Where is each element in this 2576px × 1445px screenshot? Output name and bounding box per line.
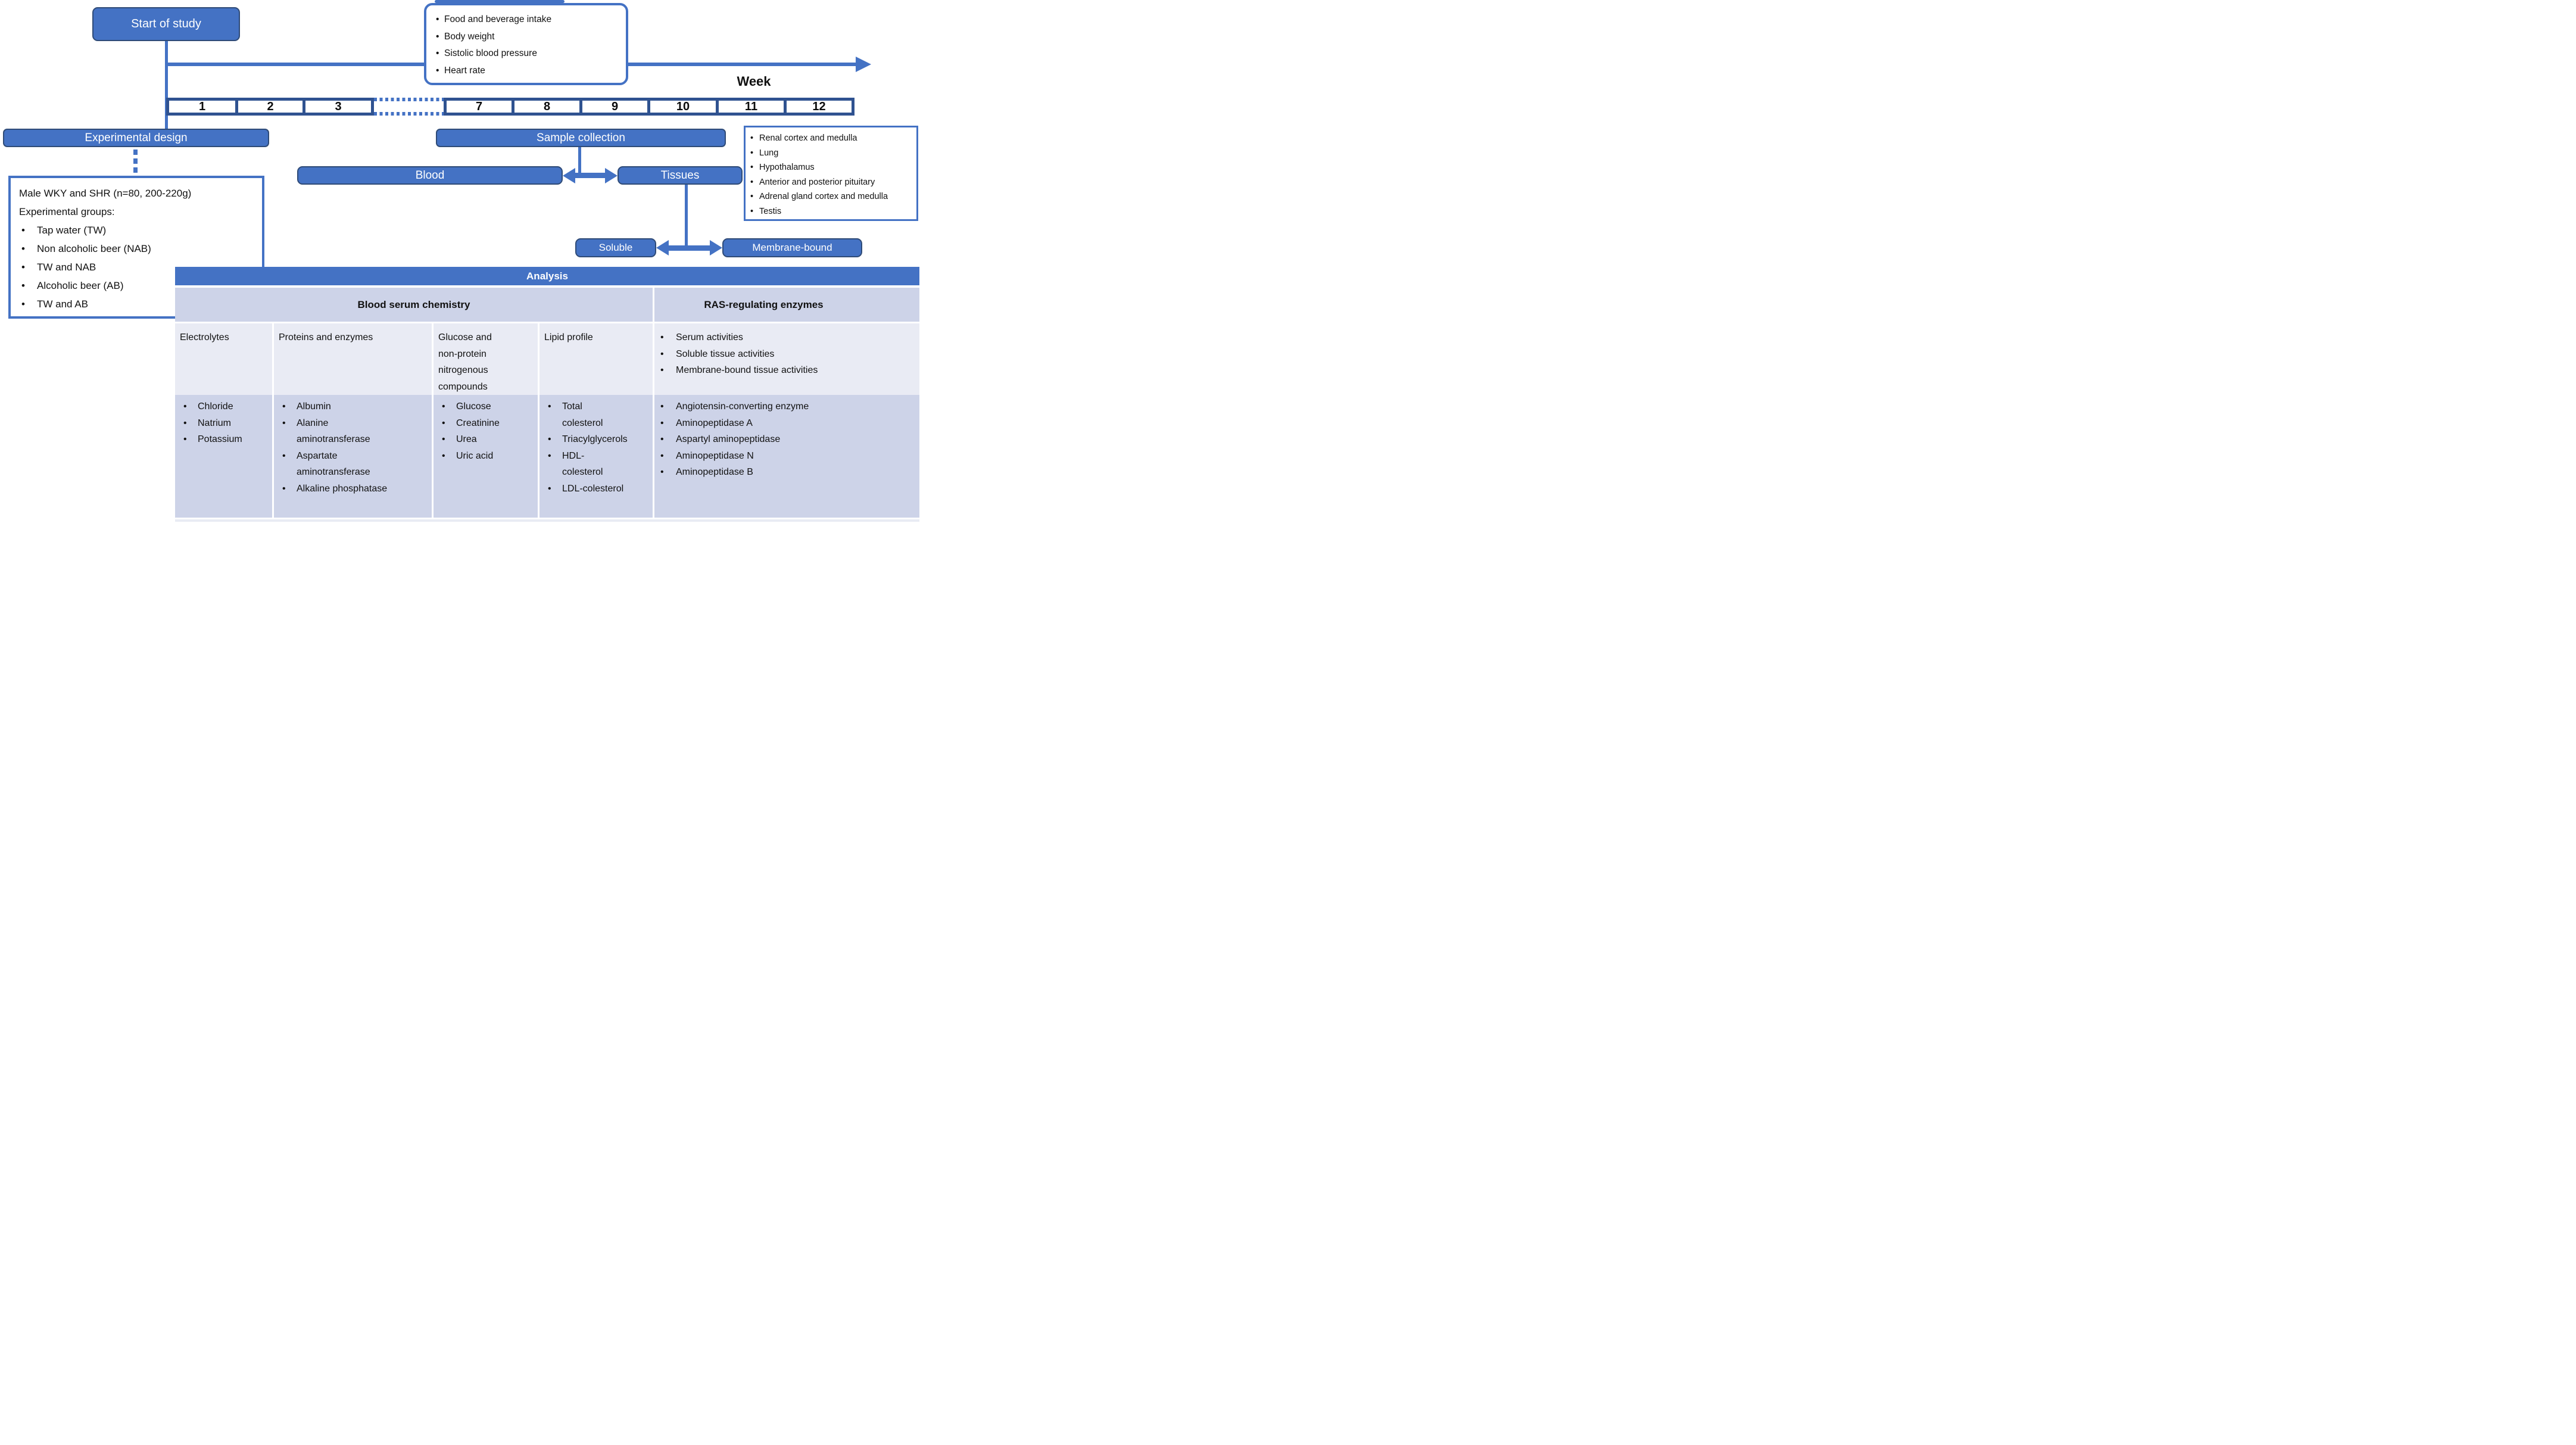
blood-box: Blood (297, 166, 563, 185)
list-item: Creatinine (438, 415, 534, 432)
week-cell: 7 (444, 98, 514, 116)
list-item: Lung (750, 146, 916, 161)
list-item: Aminopeptidase B (659, 464, 916, 481)
week-cell: 11 (716, 98, 787, 116)
list-item: Alanine aminotransferase (279, 415, 428, 448)
subjects-line: Male WKY and SHR (n=80, 200-220g) (19, 188, 192, 199)
ras-header-cell: RAS-regulating enzymes (654, 288, 919, 322)
list-item: TW and NAB (19, 258, 262, 276)
list-item: LDL-colesterol (544, 481, 649, 497)
right-arrow-icon (856, 57, 871, 72)
experimental-design-box: Experimental design (3, 129, 269, 147)
list-item: Alcoholic beer (AB) (19, 276, 262, 295)
soluble-box: Soluble (575, 238, 656, 257)
week-label: Week (737, 74, 771, 89)
list-item: Triacylglycerols (544, 431, 649, 448)
list-item: Heart rate (436, 63, 626, 80)
groups-list: Tap water (TW) Non alcoholic beer (NAB) … (19, 221, 262, 313)
week-cell: 2 (235, 98, 305, 116)
blood-tissues-double-arrow-icon (563, 167, 618, 183)
tissues-connector-line (685, 185, 688, 250)
start-connector-line (165, 41, 168, 129)
electrolytes-items-cell: Chloride Natrium Potassium (175, 395, 272, 518)
glucose-items-cell: Glucose Creatinine Urea Uric acid (434, 395, 538, 518)
tissue-list: Renal cortex and medulla Lung Hypothalam… (750, 131, 916, 219)
list-item: Soluble tissue activities (659, 346, 916, 363)
list-item: Testis (750, 204, 916, 219)
list-item: Serum activities (659, 329, 916, 346)
week-cell: 8 (512, 98, 582, 116)
clipped-text-fragment (435, 0, 565, 3)
list-item: Body weight (436, 29, 626, 46)
monitoring-box: Food and beverage intake Body weight Sis… (424, 3, 628, 85)
list-item: Natrium (180, 415, 269, 432)
list-item: Uric acid (438, 448, 534, 465)
list-item: Urea (438, 431, 534, 448)
list-item: Sistolic blood pressure (436, 45, 626, 63)
glucose-header-cell: Glucose and non-protein nitrogenous comp… (434, 323, 538, 395)
list-item: Renal cortex and medulla (750, 131, 916, 146)
table-bottom-strip (175, 519, 919, 522)
ras-activities-cell: Serum activities Soluble tissue activiti… (654, 323, 919, 395)
proteins-header-cell: Proteins and enzymes (274, 323, 432, 395)
subheader-row: Electrolytes Proteins and enzymes Glucos… (175, 323, 919, 395)
analysis-title-bar: Analysis (175, 267, 919, 285)
list-item: Angiotensin-converting enzyme (659, 398, 916, 415)
list-item: Anterior and posterior pituitary (750, 175, 916, 190)
list-item: Aminopeptidase A (659, 415, 916, 432)
group-header-row: Blood serum chemistry RAS-regulating enz… (175, 288, 919, 322)
items-row: Chloride Natrium Potassium Albumin Alani… (175, 395, 919, 518)
groups-heading: Experimental groups: (19, 206, 115, 217)
list-item: Potassium (180, 431, 269, 448)
list-item: Aspartate aminotransferase (279, 448, 428, 481)
sample-collection-box: Sample collection (436, 129, 726, 147)
list-item: Aminopeptidase N (659, 448, 916, 465)
list-item: Chloride (180, 398, 269, 415)
timeline-dashed-gap (374, 98, 444, 116)
proteins-items-cell: Albumin Alanine aminotransferase Asparta… (274, 395, 432, 518)
monitoring-list: Food and beverage intake Body weight Sis… (436, 11, 626, 79)
list-item: Hypothalamus (750, 160, 916, 175)
week-cell: 1 (166, 98, 238, 116)
soluble-membrane-double-arrow-icon (656, 239, 722, 256)
week-cell: 3 (302, 98, 374, 116)
list-item: HDL-colesterol (544, 448, 649, 481)
start-of-study-box: Start of study (92, 7, 240, 41)
list-item: Adrenal gland cortex and medulla (750, 189, 916, 204)
list-item: Alkaline phosphatase (279, 481, 428, 497)
list-item: Glucose (438, 398, 534, 415)
list-item: Non alcoholic beer (NAB) (19, 239, 262, 258)
sample-connector-line (578, 147, 581, 177)
analysis-table: Analysis Blood serum chemistry RAS-regul… (175, 267, 919, 522)
week-cell: 9 (579, 98, 650, 116)
lipid-header-cell: Lipid profile (539, 323, 653, 395)
serum-header-cell: Blood serum chemistry (175, 288, 653, 322)
membrane-bound-box: Membrane-bound (722, 238, 862, 257)
week-cell: 12 (784, 98, 854, 116)
list-item: Food and beverage intake (436, 11, 626, 29)
list-item: TW and AB (19, 295, 262, 313)
tissue-list-box: Renal cortex and medulla Lung Hypothalam… (744, 126, 918, 221)
study-design-diagram: Start of study Food and beverage intake … (0, 0, 919, 522)
ras-enzymes-cell: Angiotensin-converting enzyme Aminopepti… (654, 395, 919, 518)
list-item: Membrane-bound tissue activities (659, 362, 916, 379)
start-of-study-label: Start of study (131, 17, 201, 30)
electrolytes-header-cell: Electrolytes (175, 323, 272, 395)
ras-activities-list: Serum activities Soluble tissue activiti… (659, 329, 916, 379)
list-item: Tap water (TW) (19, 221, 262, 239)
ras-enzymes-list: Angiotensin-converting enzyme Aminopepti… (659, 398, 916, 481)
week-cell: 10 (647, 98, 719, 116)
list-item: Total colesterol (544, 398, 649, 431)
lipid-items-cell: Total colesterol Triacylglycerols HDL-co… (539, 395, 653, 518)
list-item: Albumin (279, 398, 428, 415)
week-timeline: 1 2 3 7 8 9 10 11 12 (166, 98, 875, 116)
list-item: Aspartyl aminopeptidase (659, 431, 916, 448)
tissues-box: Tissues (618, 166, 743, 185)
dashed-connector (133, 150, 138, 176)
